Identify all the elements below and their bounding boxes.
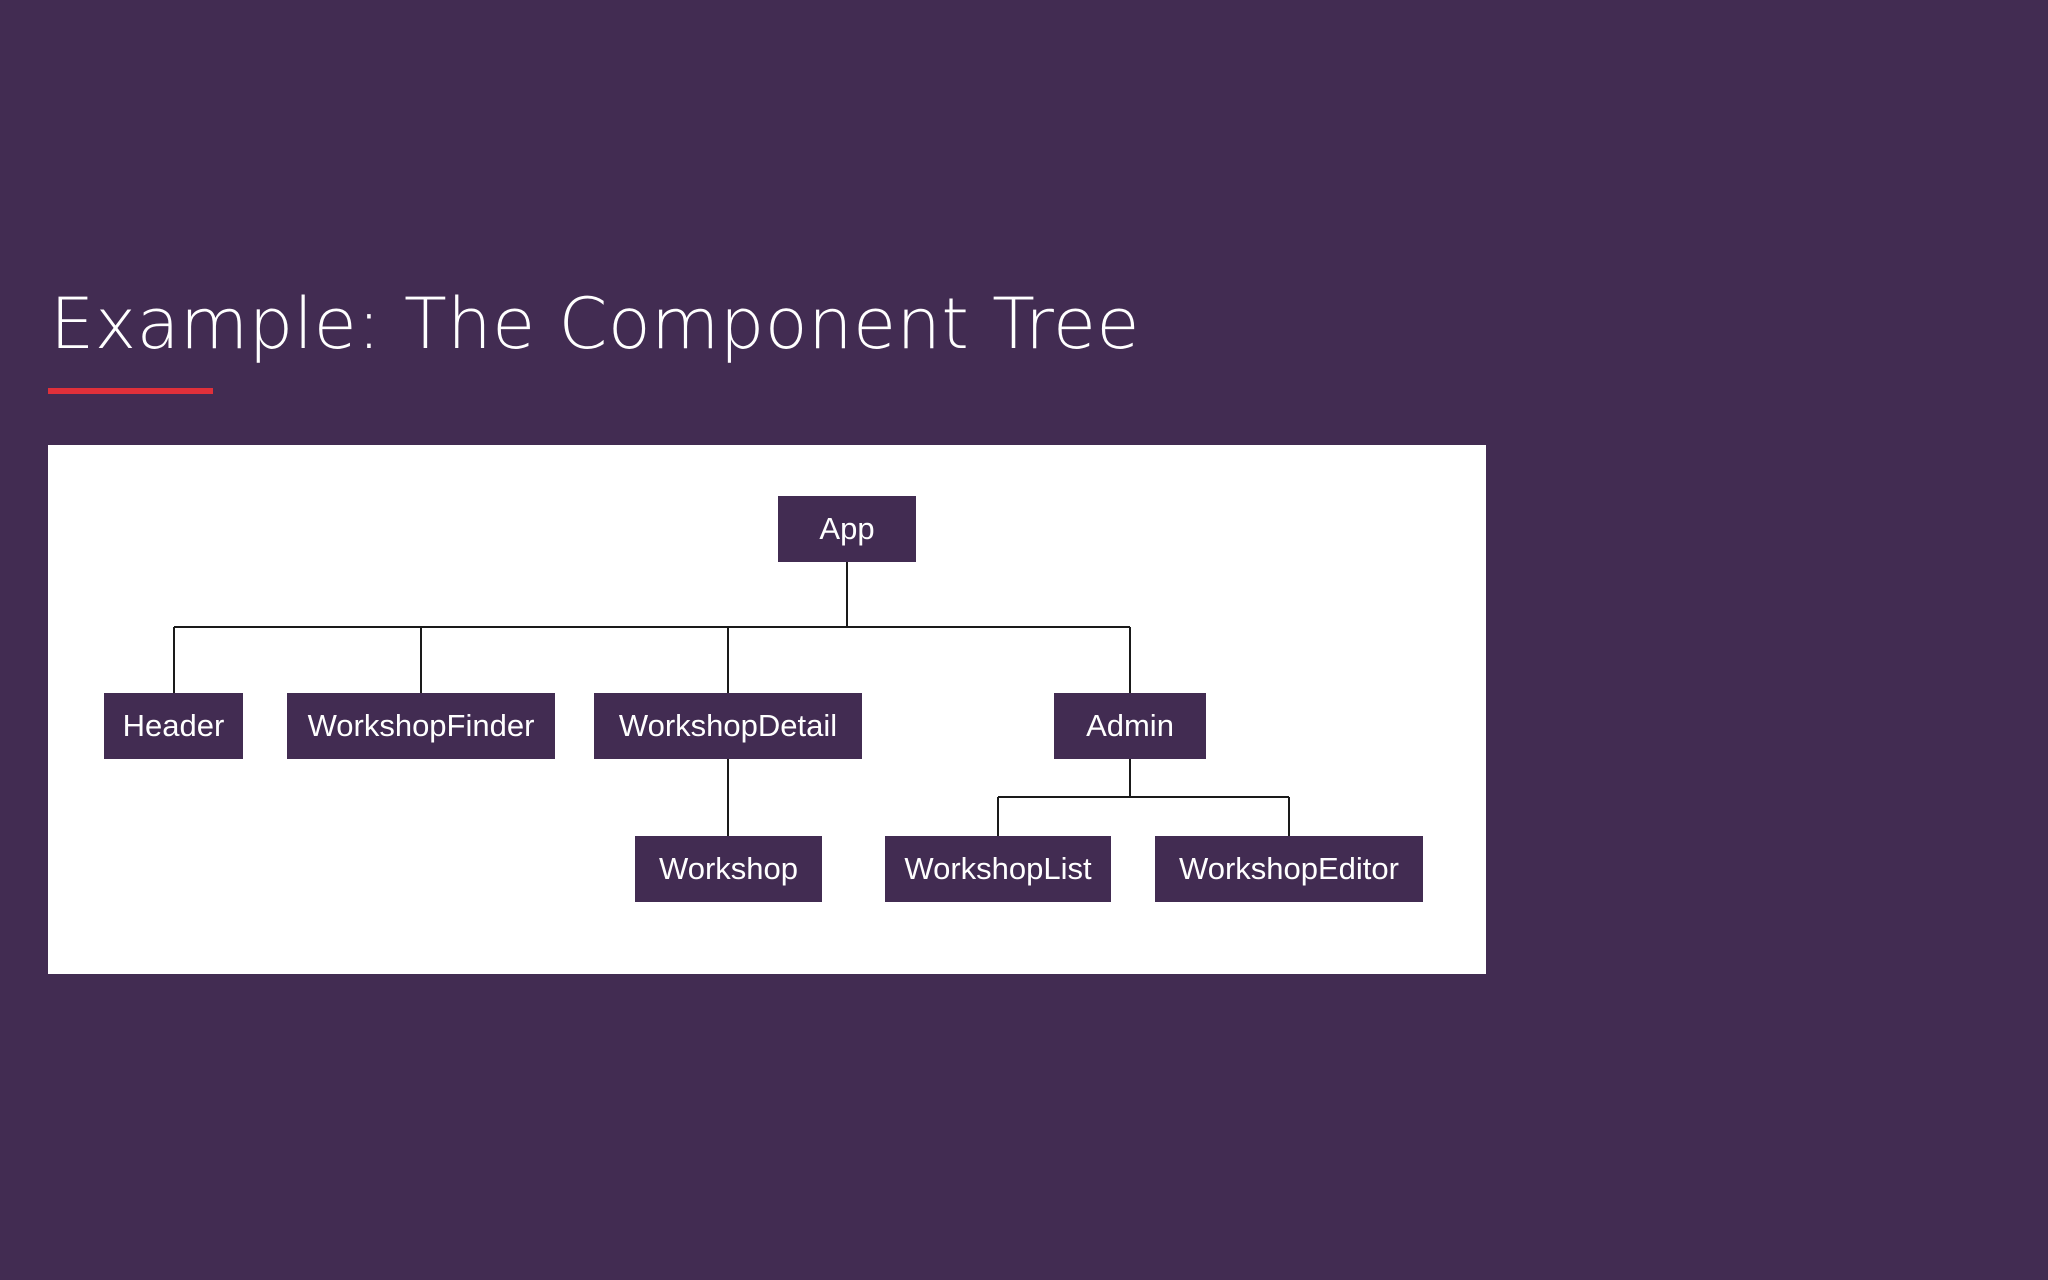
node-header: Header: [104, 693, 243, 759]
title-underline: [48, 388, 213, 394]
node-workshop-detail: WorkshopDetail: [594, 693, 862, 759]
node-admin: Admin: [1054, 693, 1206, 759]
slide-title: Example: The Component Tree: [50, 283, 1140, 365]
tree-connectors: [173, 561, 1290, 836]
node-workshop-list: WorkshopList: [885, 836, 1111, 902]
component-tree-diagram: App Header WorkshopFinder WorkshopDetail…: [48, 445, 1486, 974]
node-app: App: [778, 496, 916, 562]
node-workshop-editor: WorkshopEditor: [1155, 836, 1423, 902]
node-workshop-finder: WorkshopFinder: [287, 693, 555, 759]
node-workshop: Workshop: [635, 836, 822, 902]
